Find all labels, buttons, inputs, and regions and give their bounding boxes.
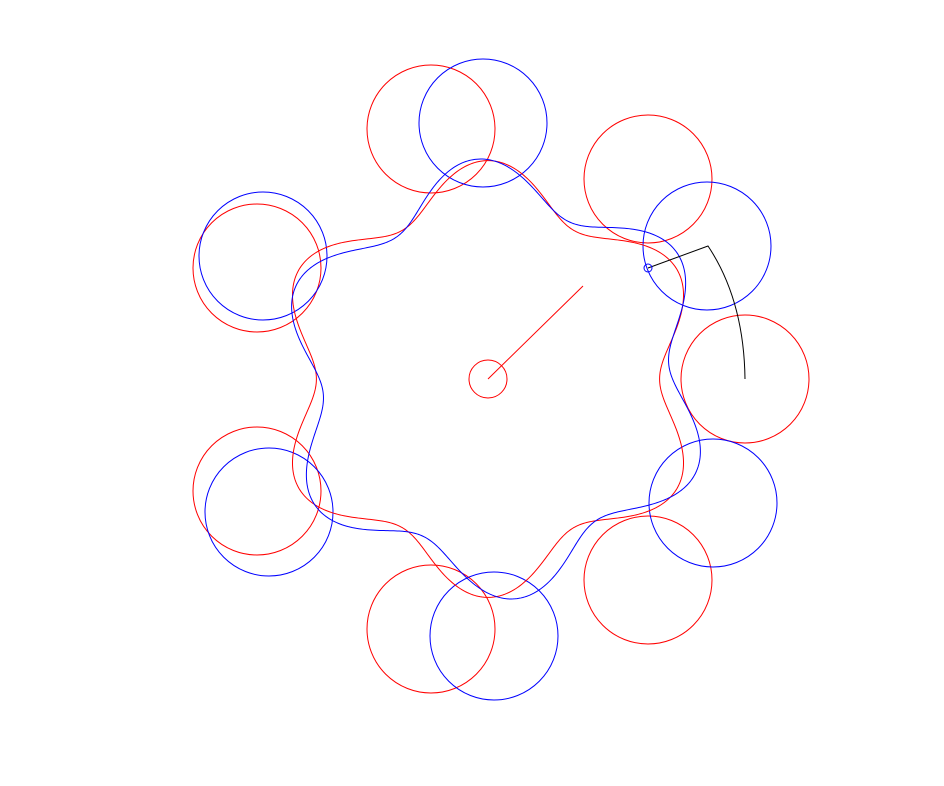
contact-point-marker — [643, 263, 653, 273]
blue-pin-circle-5 — [648, 438, 778, 568]
blue-pin-circle-6 — [429, 571, 559, 701]
black-pointer-arm — [647, 245, 746, 380]
blue-pin-circles — [198, 58, 778, 701]
blue-pin-circle-1 — [418, 58, 548, 188]
red-cycloid-profile — [291, 160, 685, 598]
red-pin-circle-4 — [192, 426, 322, 556]
center-hub-circle — [468, 359, 508, 399]
blue-pin-circle-2 — [642, 181, 772, 311]
red-pin-circles — [192, 64, 810, 694]
red-pin-circle-3 — [192, 203, 322, 333]
red-pin-circle-1 — [366, 64, 496, 194]
red-crank-arm — [487, 285, 584, 380]
red-pin-circle-2 — [583, 114, 713, 244]
blue-pin-circle-4 — [204, 447, 334, 577]
blue-cycloid-profile — [291, 158, 701, 600]
blue-pin-circle-3 — [198, 191, 328, 321]
red-pin-circle-7 — [680, 314, 810, 444]
red-pin-circle-6 — [366, 564, 496, 694]
red-pin-circle-5 — [583, 515, 713, 645]
